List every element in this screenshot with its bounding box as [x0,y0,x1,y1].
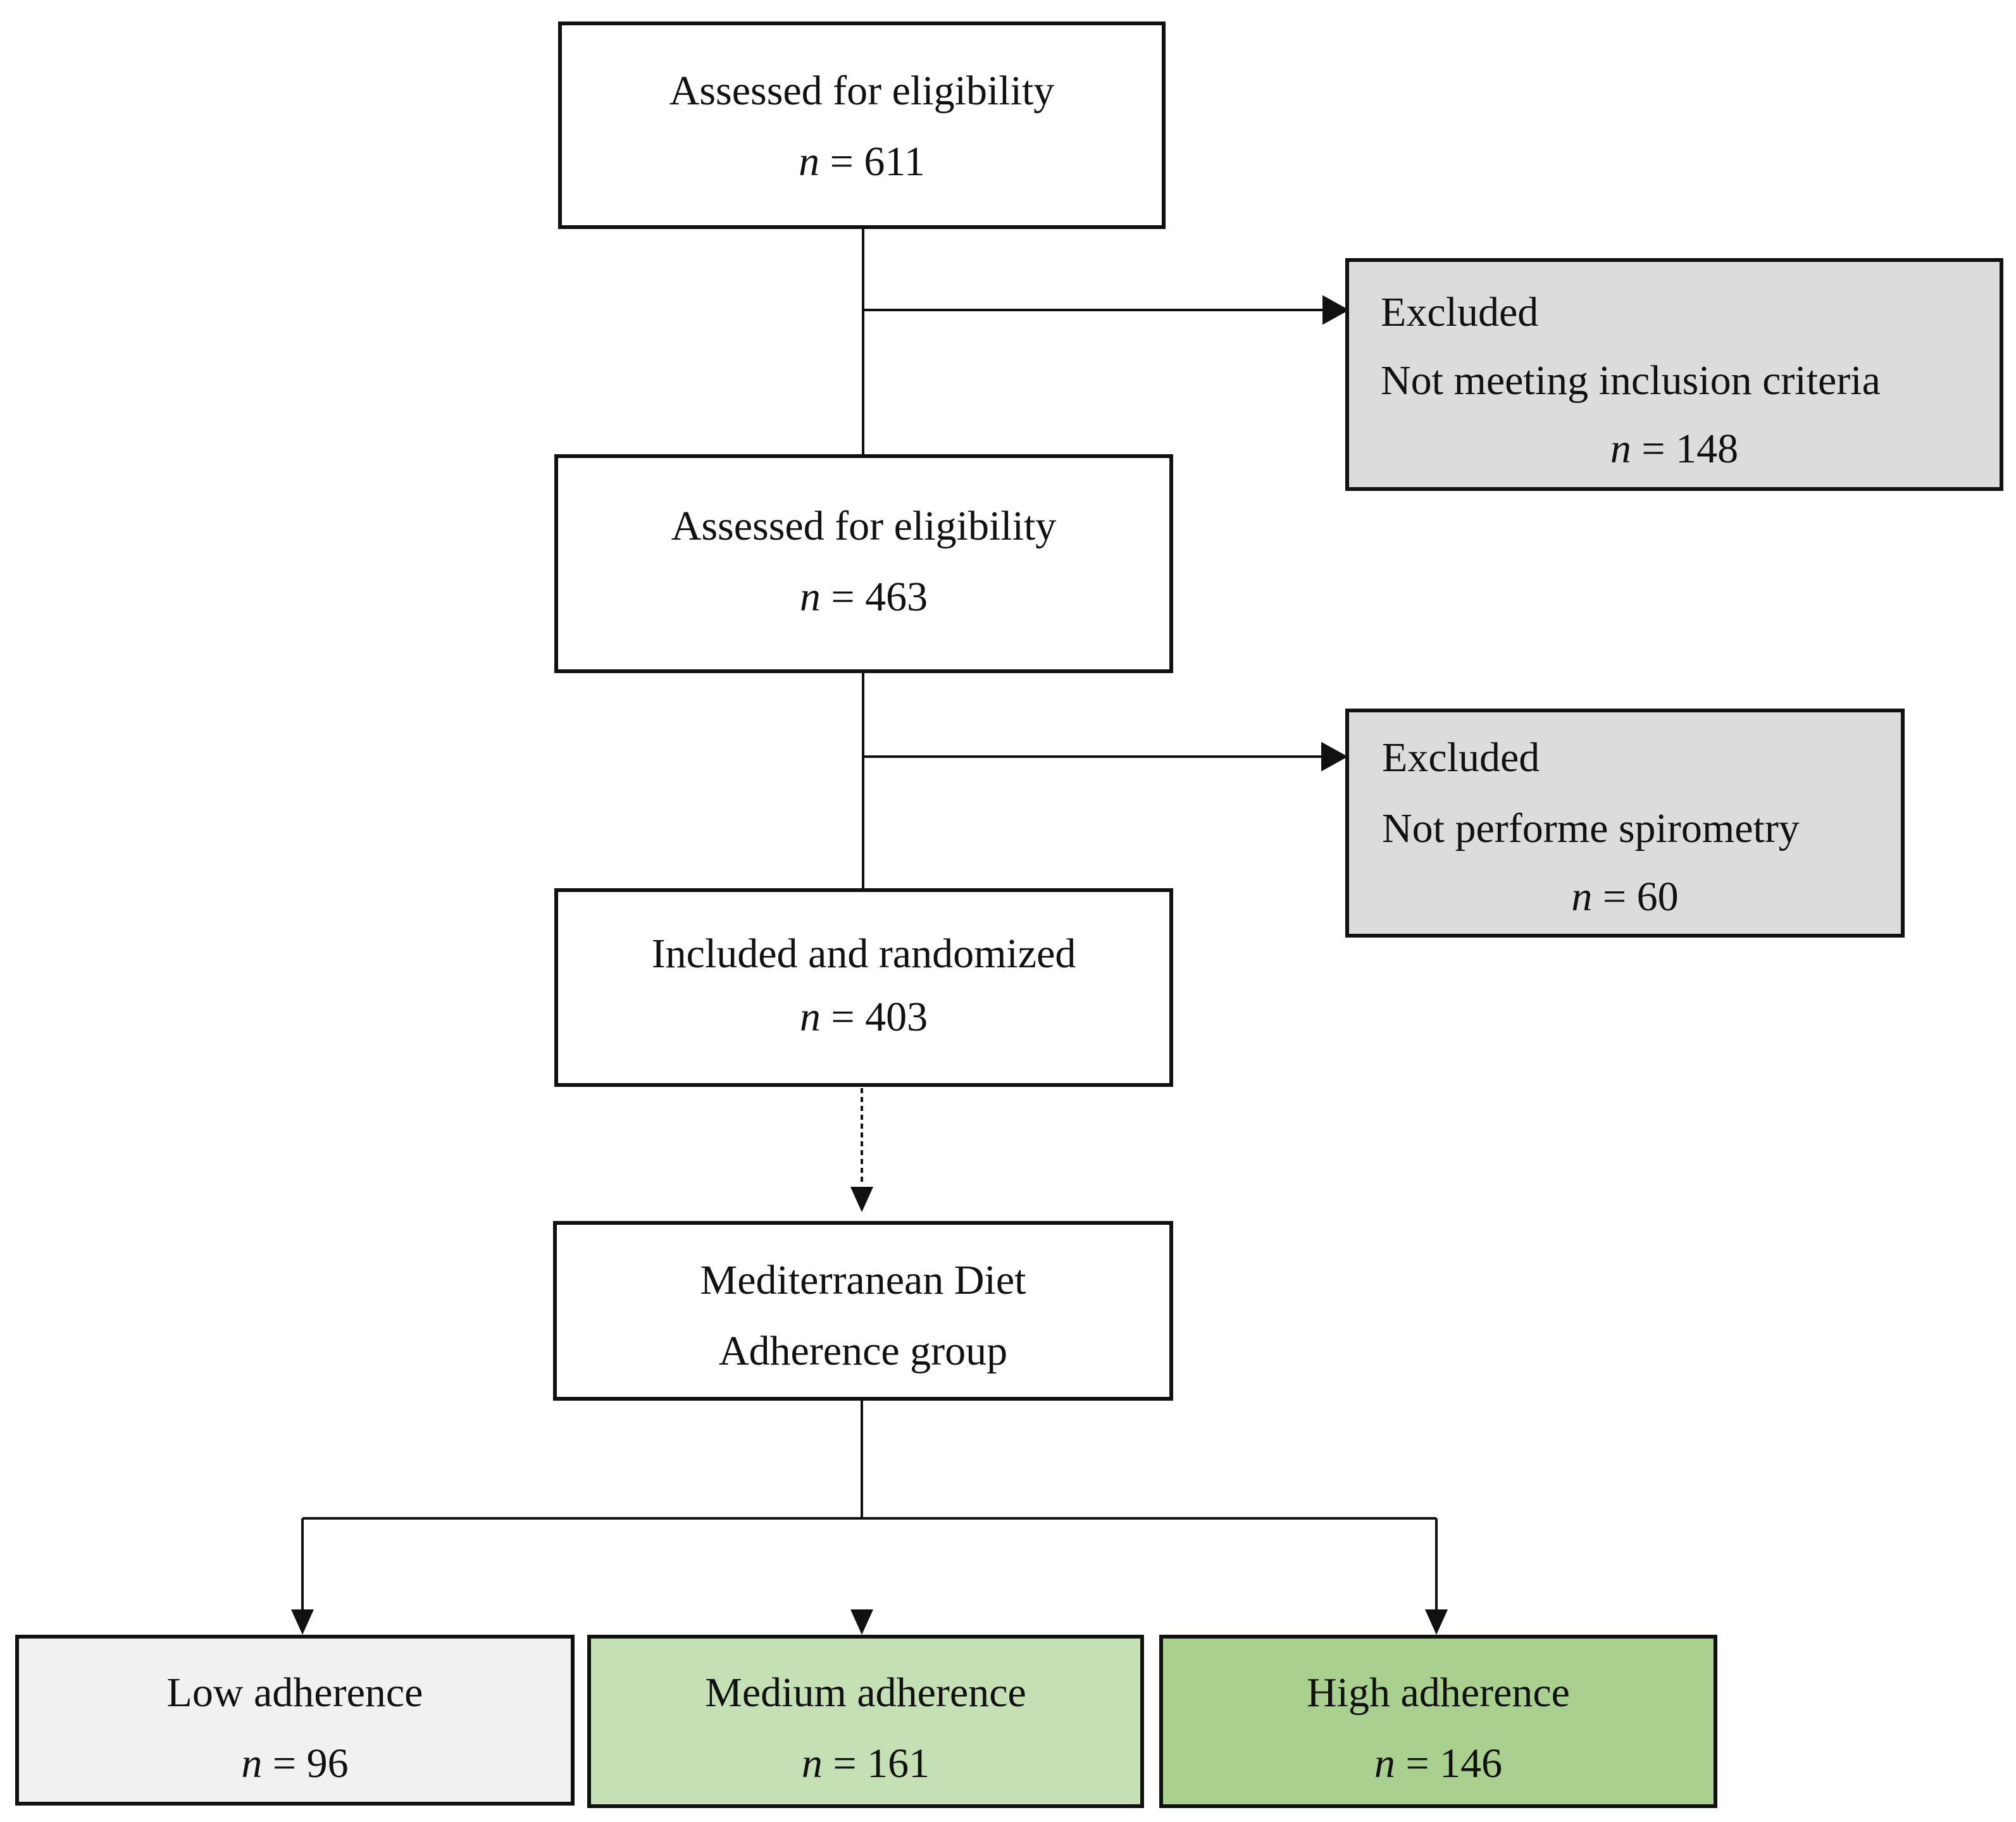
excluded-1-reason: Not meeting inclusion criteria [1381,357,1881,404]
low-title: Low adherence [166,1670,423,1716]
excluded-2-reason: Not performe spirometry [1382,805,1800,852]
arrow-to-excluded-2 [863,741,1348,772]
high-count: n = 146 [1374,1740,1503,1787]
arrowhead-to-high [1425,1609,1448,1635]
arrowhead-to-low [291,1609,314,1635]
excluded-box-2: Excluded Not performe spirometry n = 60 [1345,709,1905,938]
included-title: Included and randomized [651,931,1076,977]
low-count: n = 96 [241,1740,349,1787]
assessed-2-title: Assessed for eligibility [671,503,1057,549]
excluded-2-title: Excluded [1382,734,1540,781]
excluded-2-count: n = 60 [1571,874,1679,920]
medium-adherence-box: Medium adherence n = 161 [587,1635,1144,1808]
assessed-eligibility-box-1: Assessed for eligibility n = 611 [558,22,1166,229]
included-count: n = 403 [799,994,928,1040]
assessed-eligibility-box-2: Assessed for eligibility n = 463 [554,454,1173,673]
medium-count: n = 161 [801,1740,930,1787]
assessed-1-count: n = 611 [799,139,925,185]
included-randomized-box: Included and randomized n = 403 [554,888,1173,1087]
med-diet-line-2: Adherence group [718,1328,1008,1374]
excluded-box-1: Excluded Not meeting inclusion criteria … [1345,258,2003,491]
assessed-1-title: Assessed for eligibility [669,68,1055,114]
excluded-1-title: Excluded [1381,289,1539,335]
arrowhead-to-med-diet [850,1187,873,1212]
arrowhead-to-medium [850,1609,873,1635]
med-diet-line-1: Mediterranean Diet [700,1257,1026,1303]
high-title: High adherence [1307,1670,1570,1716]
medium-title: Medium adherence [705,1670,1026,1716]
assessed-2-count: n = 463 [799,574,928,620]
low-adherence-box: Low adherence n = 96 [15,1635,575,1806]
mediterranean-diet-box: Mediterranean Diet Adherence group [553,1221,1173,1401]
arrow-to-excluded-1 [863,295,1350,325]
excluded-1-count: n = 148 [1610,426,1739,472]
high-adherence-box: High adherence n = 146 [1159,1635,1717,1808]
